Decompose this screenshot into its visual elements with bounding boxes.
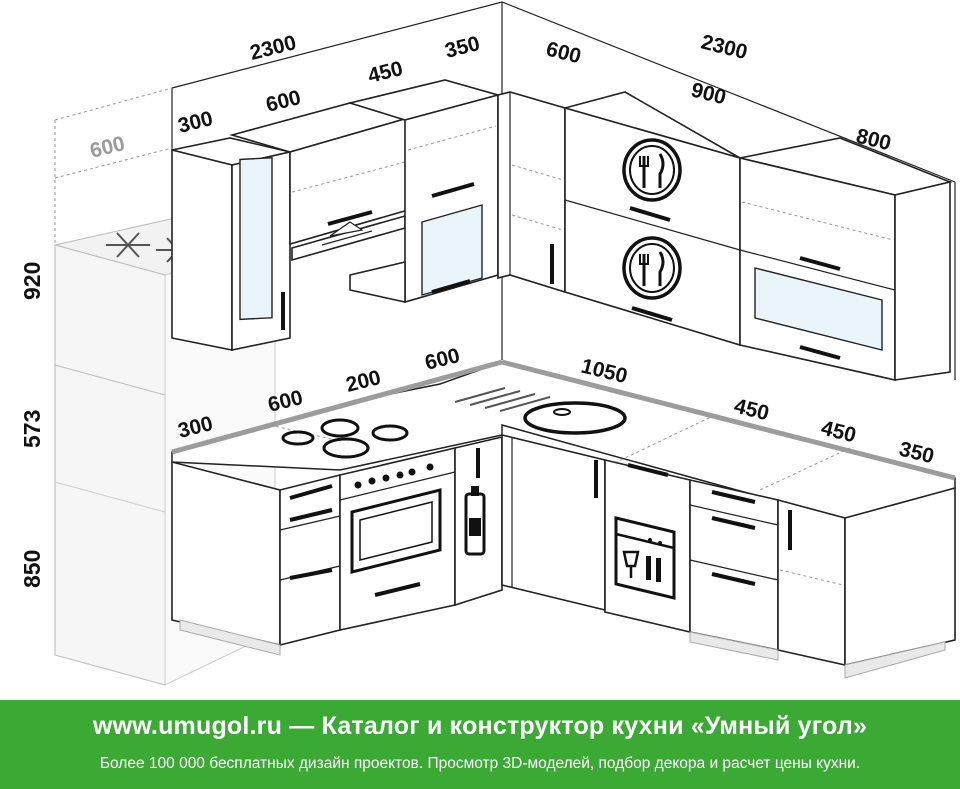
- plate-cutlery-icon: [622, 138, 682, 222]
- base-cabinets-left: [171, 435, 503, 656]
- dim-width-right: 2300: [699, 31, 750, 65]
- dim-upper-left-2: 600: [264, 86, 304, 117]
- kitchen-diagram: 2300 2300 600 300 600 450 350 600 900 80…: [19, 1, 956, 686]
- plate-cutlery-icon: [622, 236, 682, 322]
- dim-height-base: 850: [19, 550, 45, 588]
- footer-headline[interactable]: www.umugol.ru — Каталог и конструктор ку…: [92, 712, 868, 740]
- oven-icon: [339, 446, 456, 631]
- footer-banner: www.umugol.ru — Каталог и конструктор ку…: [0, 700, 960, 789]
- hob-icon: [281, 418, 409, 459]
- dim-height-gap: 573: [19, 410, 45, 448]
- dim-upper-right-1: 600: [544, 38, 584, 69]
- dim-upper-left-3: 450: [366, 57, 406, 88]
- base-cabinets-right: [501, 433, 956, 679]
- dim-upper-right-2: 900: [689, 79, 729, 110]
- footer-subline: Более 100 000 бесплатных дизайн проектов…: [99, 755, 861, 772]
- kitchen-drawing: 2300 2300 600 300 600 450 350 600 900 80…: [19, 1, 956, 686]
- dim-upper-left-4: 350: [443, 32, 483, 63]
- dim-height-upper: 920: [19, 262, 45, 300]
- dishwasher-icon: [614, 516, 676, 600]
- bottle-icon: [464, 486, 486, 556]
- dim-lower-left-4: 600: [423, 344, 463, 375]
- dim-upper-left-0: 600: [88, 132, 128, 163]
- hood-icon: [291, 214, 406, 262]
- dim-lower-left-3: 200: [344, 366, 384, 397]
- dim-upper-left-1: 300: [176, 107, 216, 138]
- sink-icon: [454, 387, 627, 435]
- upper-cabinets-right: [497, 91, 953, 382]
- room-outline: [171, 1, 956, 380]
- upper-cabinets-left: [171, 79, 502, 351]
- dim-width-left: 2300: [248, 31, 299, 65]
